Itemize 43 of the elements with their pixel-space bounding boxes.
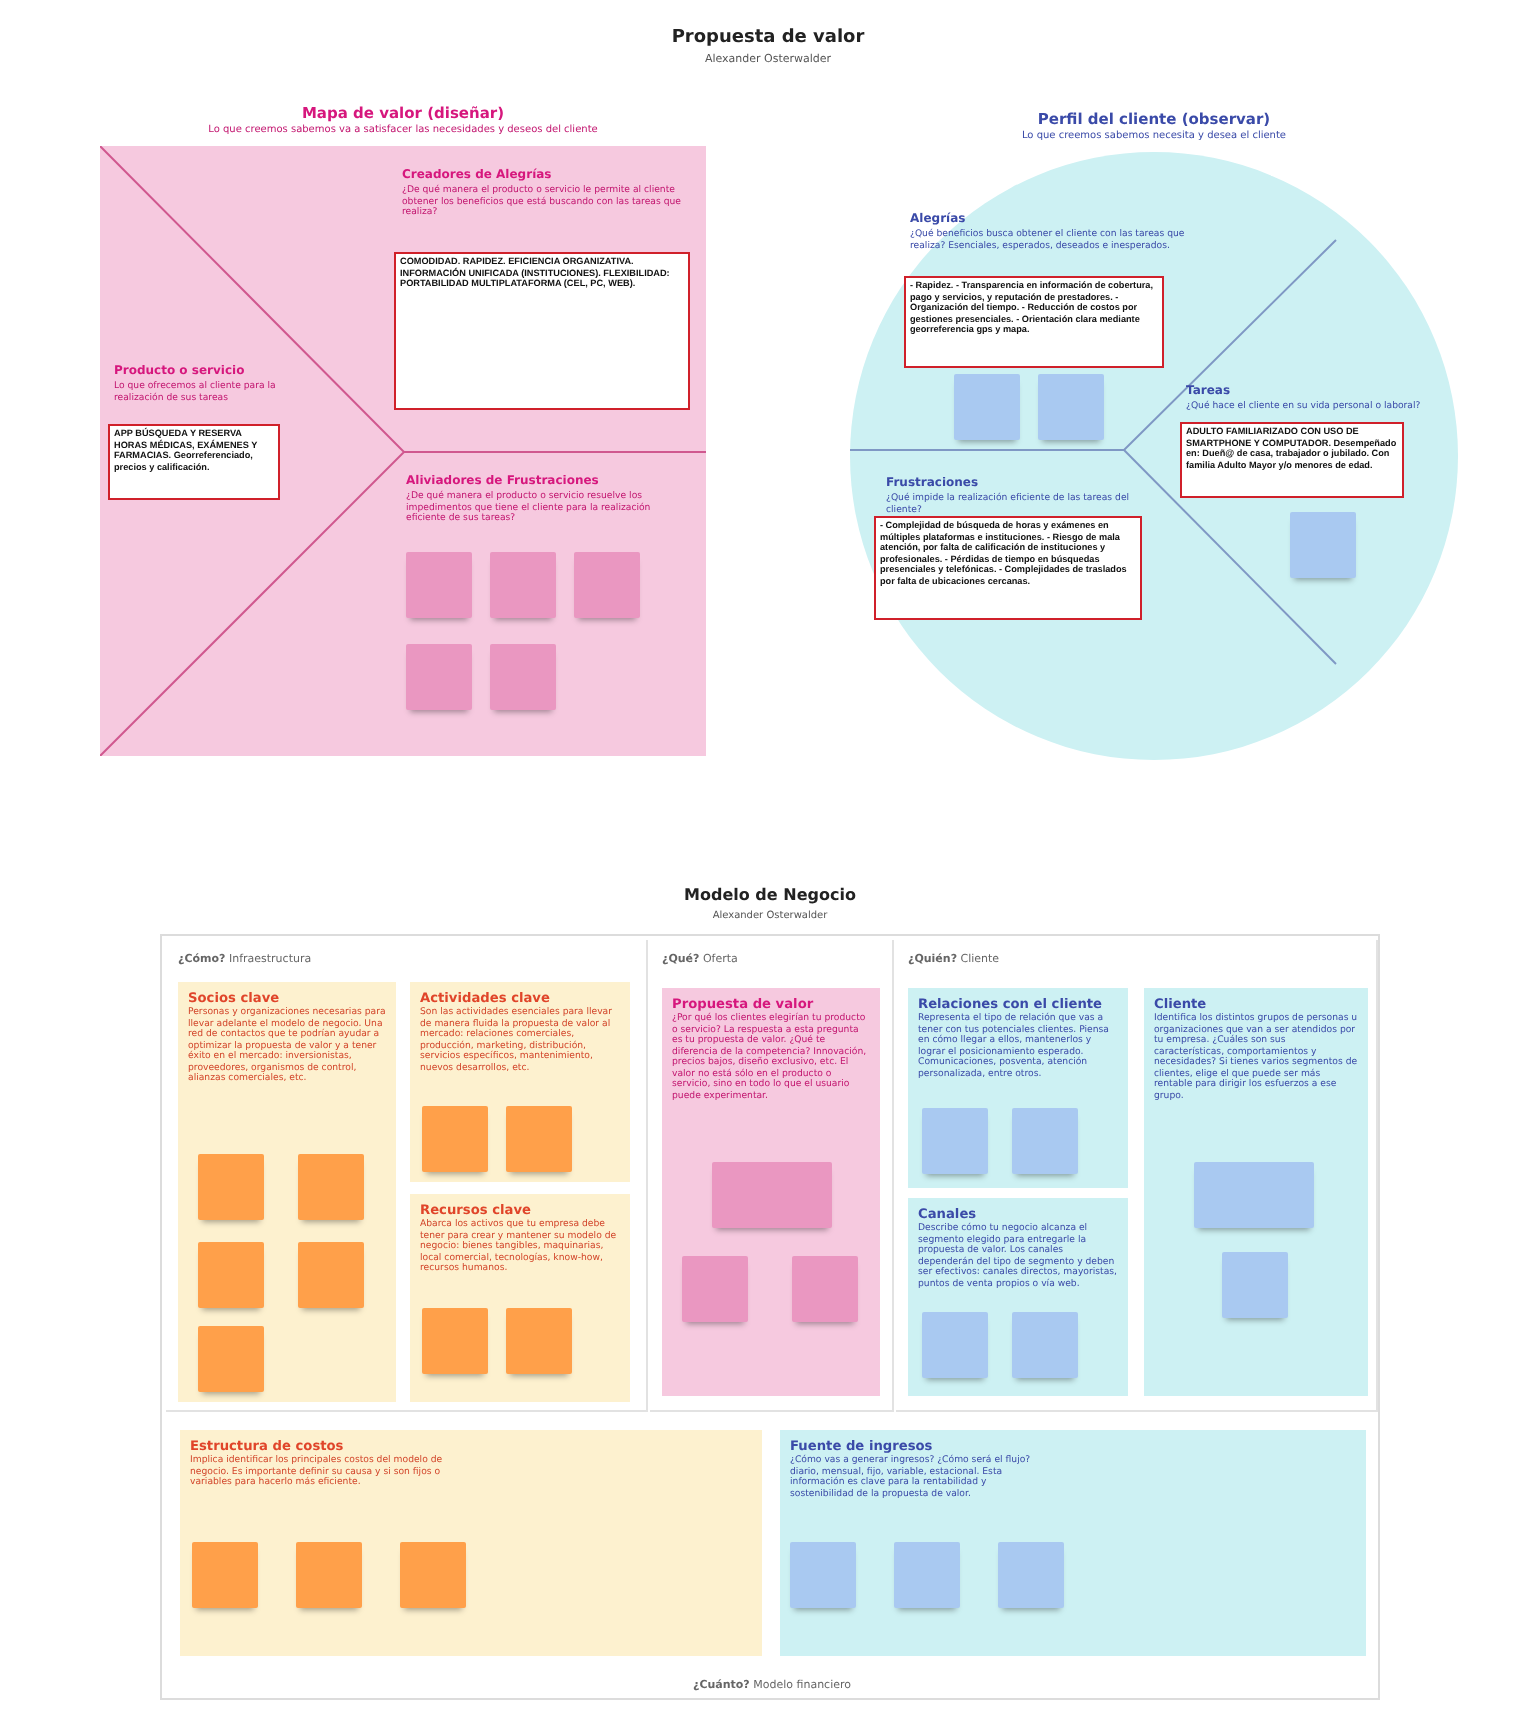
sticky-note [682, 1256, 748, 1322]
sticky-note [1194, 1162, 1314, 1228]
sticky-note [198, 1326, 264, 1392]
page-title: Propuesta de valor [669, 28, 867, 48]
sticky-note [422, 1308, 488, 1374]
sticky-note [922, 1312, 988, 1378]
canvas-card [1144, 988, 1368, 1396]
canvas-heading: Modelo de Negocio [682, 886, 858, 904]
sticky-note [506, 1308, 572, 1374]
sticky-note [1038, 374, 1104, 440]
sticky-note [406, 552, 472, 618]
canvas-card [410, 982, 630, 1182]
sticky-note [192, 1542, 258, 1608]
canvas-card [662, 988, 880, 1396]
canvas-card [908, 988, 1128, 1188]
canvas-card [180, 1430, 762, 1656]
sticky-note [198, 1242, 264, 1308]
sticky-note [400, 1542, 466, 1608]
sticky-note [998, 1542, 1064, 1608]
sticky-note [298, 1154, 364, 1220]
sticky-note [198, 1154, 264, 1220]
sticky-note [490, 644, 556, 710]
sticky-note [296, 1542, 362, 1608]
sticky-note [712, 1162, 832, 1228]
canvas-card [780, 1430, 1366, 1656]
sticky-note [1290, 512, 1356, 578]
sticky-note [1012, 1108, 1078, 1174]
sticky-note [954, 374, 1020, 440]
sticky-note [506, 1106, 572, 1172]
sticky-note [894, 1542, 960, 1608]
canvas-card [908, 1198, 1128, 1396]
sticky-note [922, 1108, 988, 1174]
sticky-note [792, 1256, 858, 1322]
sticky-note [1012, 1312, 1078, 1378]
sticky-note [422, 1106, 488, 1172]
canvas-card [410, 1194, 630, 1402]
canvas-card [178, 982, 396, 1402]
sticky-note [298, 1242, 364, 1308]
sticky-note [1222, 1252, 1288, 1318]
sticky-note [790, 1542, 856, 1608]
sticky-note [490, 552, 556, 618]
sticky-note [406, 644, 472, 710]
sticky-note [574, 552, 640, 618]
